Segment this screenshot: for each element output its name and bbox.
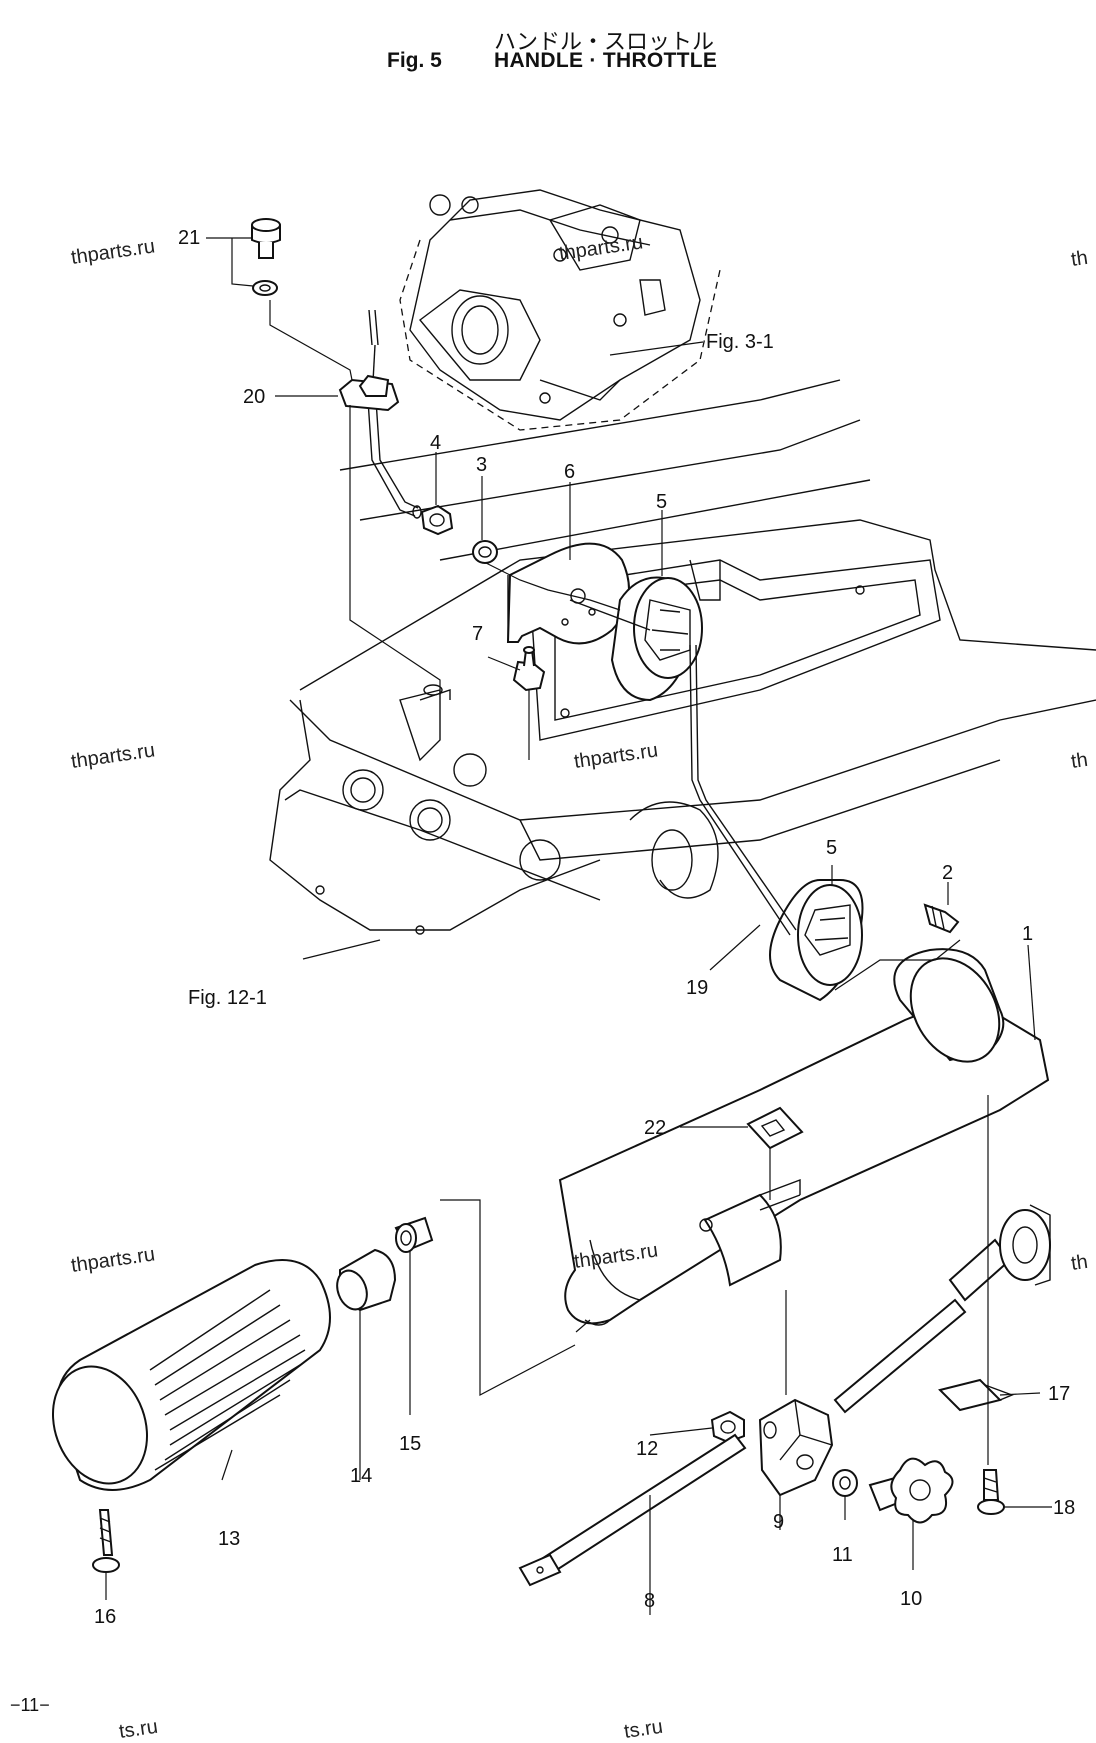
watermark-text: thparts.ru xyxy=(70,1243,157,1277)
leader-lines xyxy=(105,237,1052,1615)
assembly-lines xyxy=(269,300,989,1465)
watermark-fragment: ts.ru xyxy=(623,1716,665,1743)
callout-21: 21 xyxy=(178,227,200,249)
part-15-bushing xyxy=(394,1216,434,1253)
part-5-upper-throttle-drum xyxy=(610,576,703,702)
callout-8: 8 xyxy=(644,1590,655,1612)
part-11-washer xyxy=(832,1469,858,1497)
part-18-screw xyxy=(977,1469,1005,1515)
figure-title-english: HANDLE · THROTTLE xyxy=(494,49,718,72)
callout-15: 15 xyxy=(399,1433,421,1455)
callout-17: 17 xyxy=(1048,1383,1070,1405)
callout-4: 4 xyxy=(430,432,441,454)
callout-20: 20 xyxy=(243,386,265,408)
part-12-nut xyxy=(710,1410,745,1444)
part-22-label-plate xyxy=(746,1106,804,1150)
part-21-bolt xyxy=(251,218,281,259)
part-21-washer xyxy=(252,280,278,296)
callout-5-upper: 5 xyxy=(656,491,667,513)
part-9-friction-block xyxy=(758,1398,834,1497)
callout-11: 11 xyxy=(832,1544,853,1566)
callout-7: 7 xyxy=(472,623,483,645)
throttle-cable xyxy=(367,309,422,519)
callout-3: 3 xyxy=(476,454,487,476)
part-13-grip xyxy=(51,1259,331,1491)
part-16-screw xyxy=(92,1509,120,1573)
callout-18: 18 xyxy=(1053,1497,1075,1519)
part-10-friction-knob xyxy=(868,1457,954,1524)
callout-13: 13 xyxy=(218,1528,240,1550)
part-19-throttle-shaft xyxy=(569,599,797,936)
callout-12: 12 xyxy=(636,1438,658,1460)
watermark-fragment: th xyxy=(1070,1251,1090,1275)
carburetor-assembly xyxy=(399,189,721,431)
watermark-text: thparts.ru xyxy=(70,739,157,773)
callout-1: 1 xyxy=(1022,923,1033,945)
watermark-fragment: th xyxy=(1070,247,1090,271)
part-14-sleeve xyxy=(336,1248,397,1312)
callout-14: 14 xyxy=(350,1465,372,1487)
bottom-cowling-outline xyxy=(269,379,1096,935)
watermark-text: thparts.ru xyxy=(573,739,660,773)
callout-2: 2 xyxy=(942,862,953,884)
figure-number: Fig. 5 xyxy=(387,49,442,72)
part-3-collar xyxy=(472,540,498,564)
part-7-screw xyxy=(512,646,546,692)
figure-title-japanese: ハンドル・スロットル xyxy=(494,30,715,55)
callout-numbers: 1 2 3 4 5 5 6 7 8 9 10 11 12 13 14 15 16… xyxy=(94,227,1075,1628)
callout-19: 19 xyxy=(686,977,708,999)
callout-9: 9 xyxy=(773,1511,784,1533)
watermark-fragment: th xyxy=(1070,749,1090,773)
watermark-text: thparts.ru xyxy=(70,235,157,269)
watermark-text: thparts.ru xyxy=(558,231,645,265)
part-5-lower-throttle-drum xyxy=(769,879,864,1002)
callout-5-lower: 5 xyxy=(826,837,837,859)
part-1-tiller-handle xyxy=(558,948,1050,1326)
part-8-friction-rod xyxy=(518,1433,747,1587)
page-number: −11− xyxy=(10,1695,50,1715)
callout-16: 16 xyxy=(94,1606,116,1628)
part-20-cable-bracket xyxy=(338,374,400,412)
callout-22: 22 xyxy=(644,1117,666,1139)
throttle-rod-assembly xyxy=(833,1204,1051,1414)
part-4-nut xyxy=(420,504,454,536)
reference-bottom-cowl: Fig. 12-1 xyxy=(188,987,267,1009)
reference-carburetor: Fig. 3-1 xyxy=(706,331,774,353)
watermark-fragment: ts.ru xyxy=(118,1716,160,1743)
part-2-stud xyxy=(923,903,960,934)
callout-10: 10 xyxy=(900,1588,922,1610)
callout-6: 6 xyxy=(564,461,575,483)
